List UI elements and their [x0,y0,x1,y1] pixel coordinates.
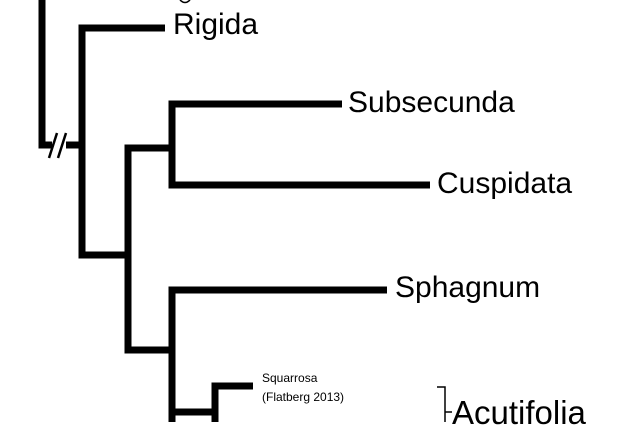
taxon-label-cuspidata: Cuspidata [437,167,573,200]
clipped-glyph [179,0,191,4]
taxon-label-acutifolia: Acutifolia [452,394,586,431]
clade-subsecunda-cuspidata [168,100,430,189]
clade-node-1 [78,24,165,259]
clade-squarrosa [172,408,219,422]
taxon-label-subsecunda: Subsecunda [348,86,515,119]
branch-squarrosa [211,382,253,422]
branch-break-icon [47,132,68,159]
taxon-label-squarrosa: Squarrosa [262,371,318,385]
acutifolia-bracket [437,386,452,422]
root-branch [38,0,52,149]
phylogenetic-tree [38,0,452,422]
taxon-label-sphagnum: Sphagnum [395,271,541,304]
clade-sphagnum-acutifolia [168,286,387,422]
clade-node-2 [124,144,172,354]
taxon-label-rigida: Rigida [173,8,259,41]
taxon-citation-squarrosa: (Flatberg 2013) [262,390,345,404]
